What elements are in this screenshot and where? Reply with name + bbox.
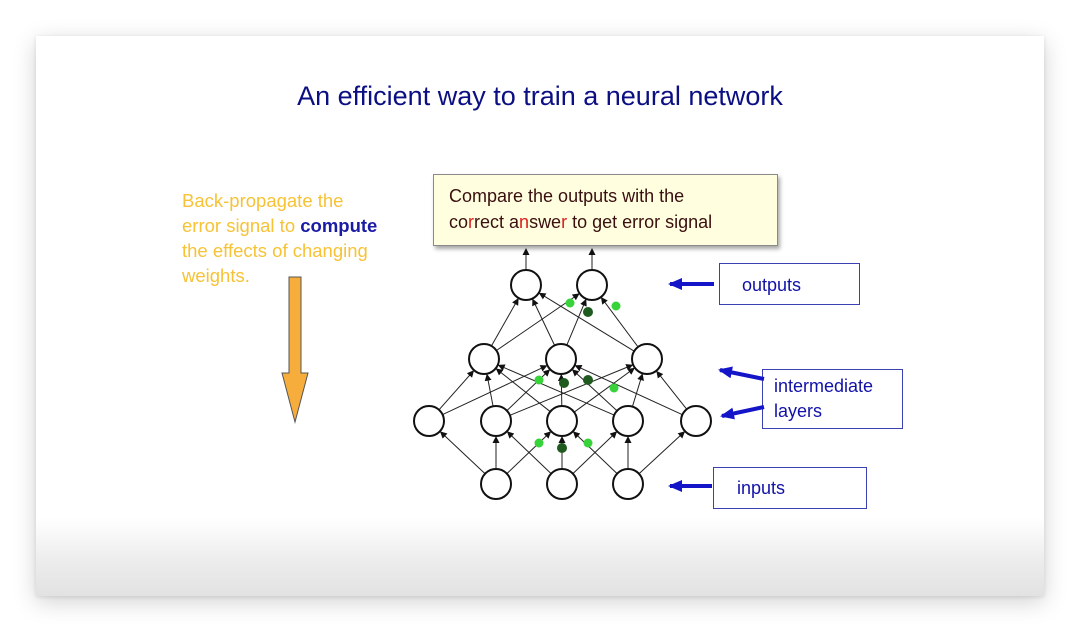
hidden1-node (546, 405, 578, 437)
connection-edge (496, 293, 580, 351)
backprop-down-arrow-icon (281, 276, 309, 424)
intermediate-pointer-arrow-top-icon (718, 366, 765, 381)
compare-text-part-2: r (468, 212, 475, 232)
connection-edge (538, 292, 635, 352)
outputs-label: outputs (742, 275, 802, 295)
input-node (612, 468, 644, 500)
error-dot-light (534, 438, 544, 448)
input-node (546, 468, 578, 500)
backprop-note-line-3: the effects of changing (182, 240, 368, 261)
error-dot-light (565, 298, 575, 308)
neural-network-diagram (281, 248, 765, 500)
slide: An efficient way to train a neural netwo… (36, 36, 1044, 596)
connection-edges (438, 248, 688, 475)
inputs-label-box: inputs (713, 467, 867, 509)
hidden2-node (468, 343, 500, 375)
outputs-label-box: outputs (719, 263, 860, 305)
connection-edge (656, 370, 688, 410)
connection-edge (490, 298, 519, 347)
input-node (480, 468, 512, 500)
connection-edge (571, 369, 618, 412)
error-dot-dark (583, 307, 593, 317)
error-dot-light (609, 383, 619, 393)
compare-text-part-1: co (449, 212, 469, 232)
connection-edge (566, 298, 587, 346)
error-dot-light (583, 438, 593, 448)
backprop-note-line-1: Back-propagate the (182, 190, 344, 211)
error-dot-light (611, 301, 621, 311)
hidden2-node (631, 343, 663, 375)
connection-edge (572, 431, 618, 474)
backprop-note-line-2-text: error signal to (182, 215, 301, 236)
compare-text-part-3: rect a (474, 212, 520, 232)
hidden2-node (545, 343, 577, 375)
error-dot-light (534, 375, 544, 385)
inputs-label: inputs (737, 478, 786, 498)
compare-text-part-7: to get error signal (567, 212, 713, 232)
connection-edge (631, 373, 644, 407)
error-dot-dark (559, 378, 569, 388)
connection-edge (573, 367, 635, 413)
connection-edge (495, 368, 551, 413)
compare-box-line-1: Compare the outputs with the (449, 186, 685, 206)
hidden1-node (612, 405, 644, 437)
hidden1-node (413, 405, 445, 437)
slide-title: An efficient way to train a neural netwo… (297, 81, 783, 111)
intermediate-pointer-arrow-bottom-icon (720, 405, 765, 420)
connection-edge (532, 298, 556, 346)
backprop-note-compute-word: compute (300, 215, 378, 236)
output-node (510, 269, 542, 301)
compare-box-line-2: correct answer to get error signal (449, 209, 765, 235)
error-dot-dark (557, 443, 567, 453)
error-signal-dots (534, 298, 621, 453)
connection-edge (442, 365, 548, 416)
connection-edge (497, 364, 615, 416)
error-dot-dark (583, 375, 593, 385)
intermediate-label-line-2: layers (774, 401, 823, 421)
connection-edge (506, 369, 551, 411)
connection-edge (438, 370, 475, 411)
connection-edge (484, 373, 494, 407)
compare-text-part-5: swe (529, 212, 562, 232)
intermediate-layers-label-box: intermediate layers (762, 369, 903, 429)
connection-edge (509, 364, 634, 416)
neuron-nodes (413, 269, 712, 500)
connection-edge (638, 431, 686, 475)
label-pointer-arrows (668, 278, 765, 492)
compare-text-part-4: n (519, 212, 530, 232)
backprop-note-line-4: weights. (182, 265, 250, 286)
hidden1-node (480, 405, 512, 437)
compare-text-part-6: r (561, 212, 568, 232)
connection-edge (506, 431, 552, 474)
connection-edge (439, 431, 486, 475)
connection-edge (600, 296, 639, 348)
backprop-note: Back-propagate the error signal to compu… (182, 188, 422, 288)
connection-edge (574, 365, 683, 416)
intermediate-label-line-1: intermediate (774, 376, 874, 396)
hidden1-node (680, 405, 712, 437)
output-node (576, 269, 608, 301)
compare-outputs-box: Compare the outputs with the correct ans… (433, 174, 778, 246)
backprop-note-line-2: error signal to compute (182, 213, 422, 238)
